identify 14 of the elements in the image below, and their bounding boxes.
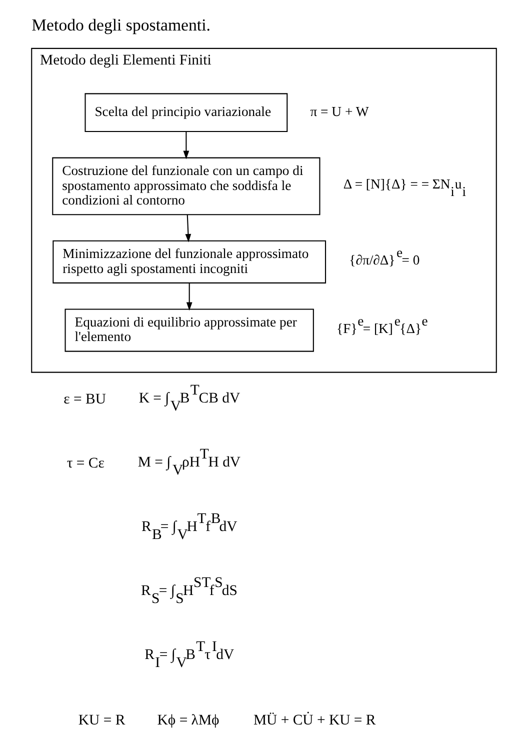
label: Kϕ = λMϕ xyxy=(157,712,220,728)
node-box: Costruzione del funzionale con un campo di spostamento approssimato che soddisfa le condizioni al contorno xyxy=(52,157,320,216)
label: MÜ + CU̇ + KU = R xyxy=(253,712,376,728)
node-box: Scelta del principio variazionale xyxy=(84,93,288,132)
node-label: π = U + W xyxy=(310,104,369,120)
label: ε = BU xyxy=(64,392,106,408)
arrow xyxy=(185,214,192,242)
node-box: Equazioni di equilibrio approssimate per l'elemento xyxy=(64,308,314,352)
arrow xyxy=(183,132,190,160)
label: τ = Cε xyxy=(66,456,104,472)
arrow xyxy=(186,283,192,311)
label: KU = R xyxy=(78,712,126,728)
diagram-title: Metodo degli spostamenti. xyxy=(32,15,210,34)
node-box: Minimizzazione del funzionale approssimato rispetto agli spostamenti incogniti xyxy=(52,240,326,284)
